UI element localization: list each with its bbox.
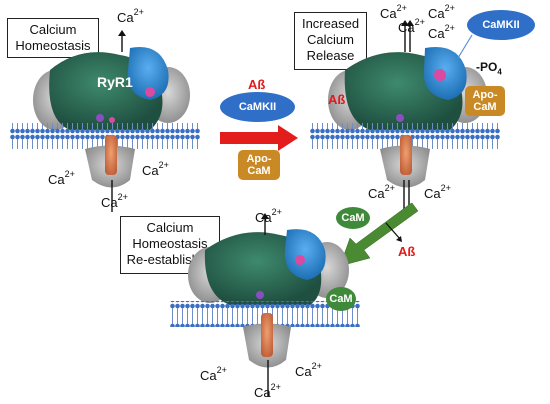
calcium-homeostasis-box: Calcium Homeostasis: [7, 18, 99, 58]
camkii-ellipse: CaMKII: [220, 92, 295, 122]
calcium-ion-label: Ca2+: [368, 183, 395, 201]
ryr1-channel-top-left: [10, 30, 200, 212]
amyloid-beta-label: Aß: [398, 244, 416, 259]
calcium-ion-label: Ca2+: [380, 3, 407, 21]
calcium-ion-label: Ca2+: [295, 361, 322, 379]
calcium-ion-label: Ca2+: [142, 160, 169, 178]
calcium-ion-label: Ca2+: [255, 207, 282, 225]
calcium-ion-label: Ca2+: [428, 23, 455, 41]
calcium-ion-label: Ca2+: [117, 7, 144, 25]
ryr1-channel-bottom: [170, 213, 360, 397]
ryr1-channel-top-right: [310, 20, 500, 212]
amyloid-beta-label: Aß: [328, 92, 346, 107]
cam-ellipse: CaM: [336, 207, 370, 229]
cam-ellipse: CaM: [326, 287, 356, 311]
calcium-ion-label: Ca2+: [48, 169, 75, 187]
calcium-ion-label: Ca2+: [101, 192, 128, 210]
calcium-homeostasis-reestablished-box: Calcium Homeostasis Re-established: [120, 216, 220, 274]
camkii-ellipse: CaMKII: [467, 10, 535, 40]
calcium-ion-label: Ca2+: [200, 365, 227, 383]
ryr1-label: RyR1: [97, 74, 133, 90]
phosphate-label: -PO4: [476, 60, 502, 77]
release-arrow: [385, 222, 402, 242]
calcium-ion-label: Ca2+: [254, 382, 281, 400]
increased-calcium-release-box: Increased Calcium Release: [294, 12, 367, 70]
calcium-ion-label: Ca2+: [428, 3, 455, 21]
calcium-ion-label: Ca2+: [424, 183, 451, 201]
amyloid-beta-label: Aß: [248, 77, 266, 92]
red-arrow: [220, 125, 298, 151]
apo-cam-box: Apo- CaM: [465, 86, 505, 116]
calcium-ion-label: Ca2+: [398, 17, 425, 35]
apo-cam-box: Apo- CaM: [238, 150, 280, 180]
